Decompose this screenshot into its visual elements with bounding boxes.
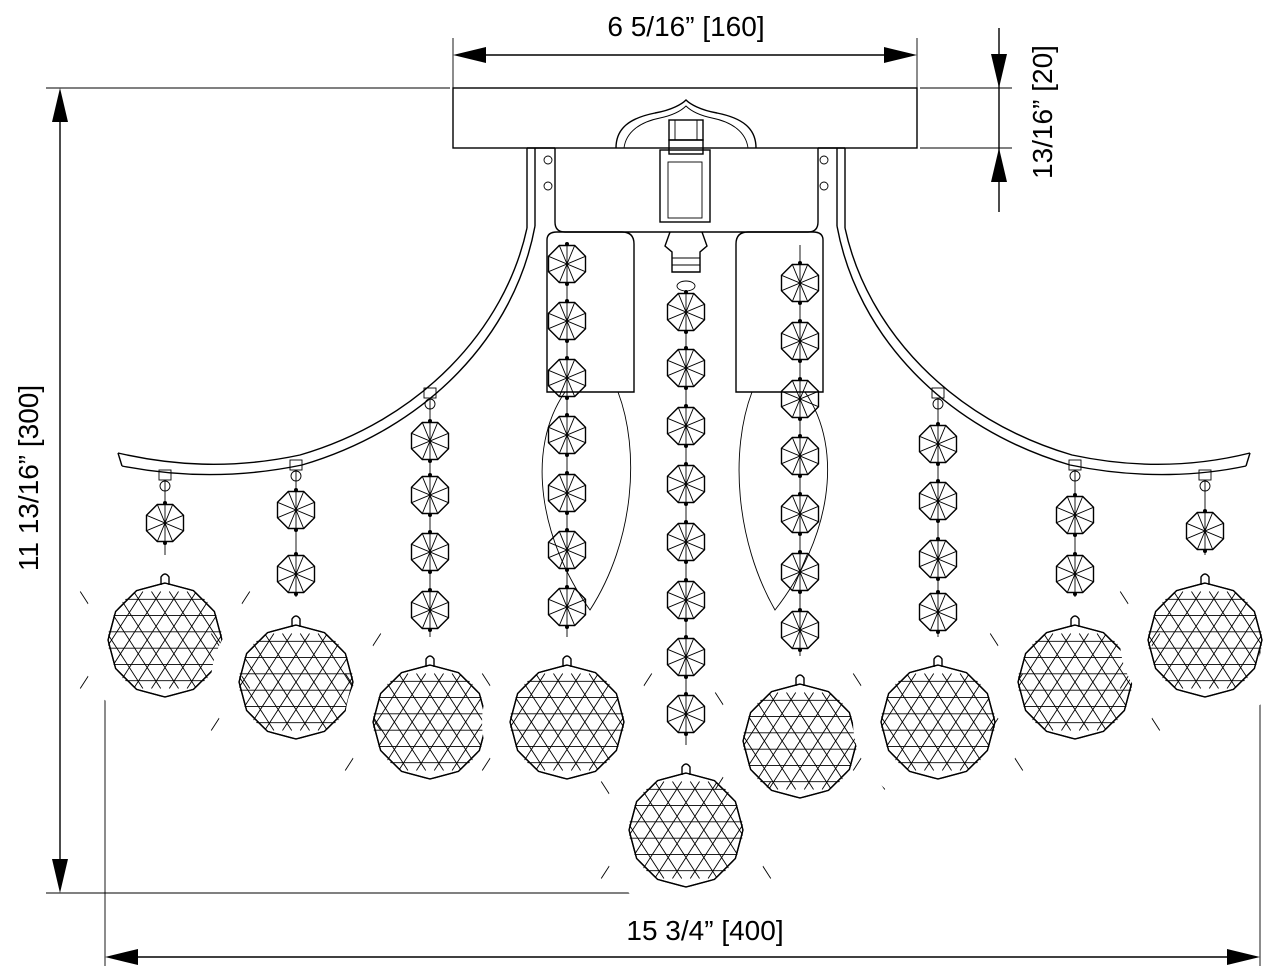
octagon-crystal xyxy=(1185,509,1225,553)
octagon-crystal xyxy=(547,585,587,629)
octagon-crystal xyxy=(547,242,587,286)
dimension-top-width: 6 5/16” [160] xyxy=(452,11,918,88)
candle-right xyxy=(735,231,829,611)
octagon-crystal xyxy=(666,346,706,390)
overall-height-label: 11 13/16” [300] xyxy=(13,385,44,571)
octagon-crystal xyxy=(666,404,706,448)
octagon-crystal xyxy=(410,473,450,517)
crystal-strands xyxy=(79,242,1269,915)
octagon-crystal xyxy=(780,434,820,478)
octagon-crystal xyxy=(918,479,958,523)
octagon-crystal xyxy=(410,588,450,632)
crystal-strand-9 xyxy=(1119,469,1269,725)
canopy xyxy=(452,87,918,149)
dimension-overall-width: 15 3/4” [400] xyxy=(104,648,1261,966)
fixture-body xyxy=(526,139,846,292)
octagon-crystal xyxy=(547,471,587,515)
octagon-crystal xyxy=(918,590,958,634)
dimension-overall-height: 11 13/16” [300] xyxy=(13,87,686,894)
octagon-crystal xyxy=(780,492,820,536)
octagon-crystal xyxy=(918,537,958,581)
crystal-strand-7 xyxy=(852,387,1024,807)
octagon-crystal xyxy=(547,528,587,572)
octagon-crystal xyxy=(410,419,450,463)
ball-crystal xyxy=(481,637,653,807)
fixture-arms xyxy=(117,225,1251,476)
octagon-crystal xyxy=(145,501,185,545)
canopy-height-label: 13/16” [20] xyxy=(1027,45,1058,179)
octagon-crystal xyxy=(666,635,706,679)
octagon-crystal xyxy=(666,692,706,736)
ball-crystal xyxy=(1119,555,1269,725)
octagon-crystal xyxy=(410,530,450,574)
octagon-crystal xyxy=(666,520,706,564)
candle-left xyxy=(541,231,635,611)
crystal-strand-4 xyxy=(481,242,653,807)
octagon-crystal xyxy=(666,462,706,506)
octagon-crystal xyxy=(780,319,820,363)
octagon-crystal xyxy=(666,578,706,622)
ball-crystal xyxy=(600,745,772,915)
octagon-crystal xyxy=(547,356,587,400)
octagon-crystal xyxy=(780,261,820,305)
octagon-crystal xyxy=(918,422,958,466)
octagon-crystal xyxy=(1055,493,1095,537)
overall-width-label: 15 3/4” [400] xyxy=(626,915,783,946)
octagon-crystal xyxy=(780,550,820,594)
octagon-crystal xyxy=(1055,552,1095,596)
octagon-crystal xyxy=(547,413,587,457)
octagon-crystal xyxy=(276,488,316,532)
octagon-crystal xyxy=(666,290,706,334)
dimension-canopy-height: 13/16” [20] xyxy=(920,28,1058,212)
octagon-crystal xyxy=(780,608,820,652)
octagon-crystal xyxy=(780,377,820,421)
octagon-crystal xyxy=(276,552,316,596)
octagon-crystal xyxy=(547,299,587,343)
canopy-width-label: 6 5/16” [160] xyxy=(607,11,764,42)
crystal-strand-5 xyxy=(600,290,772,915)
